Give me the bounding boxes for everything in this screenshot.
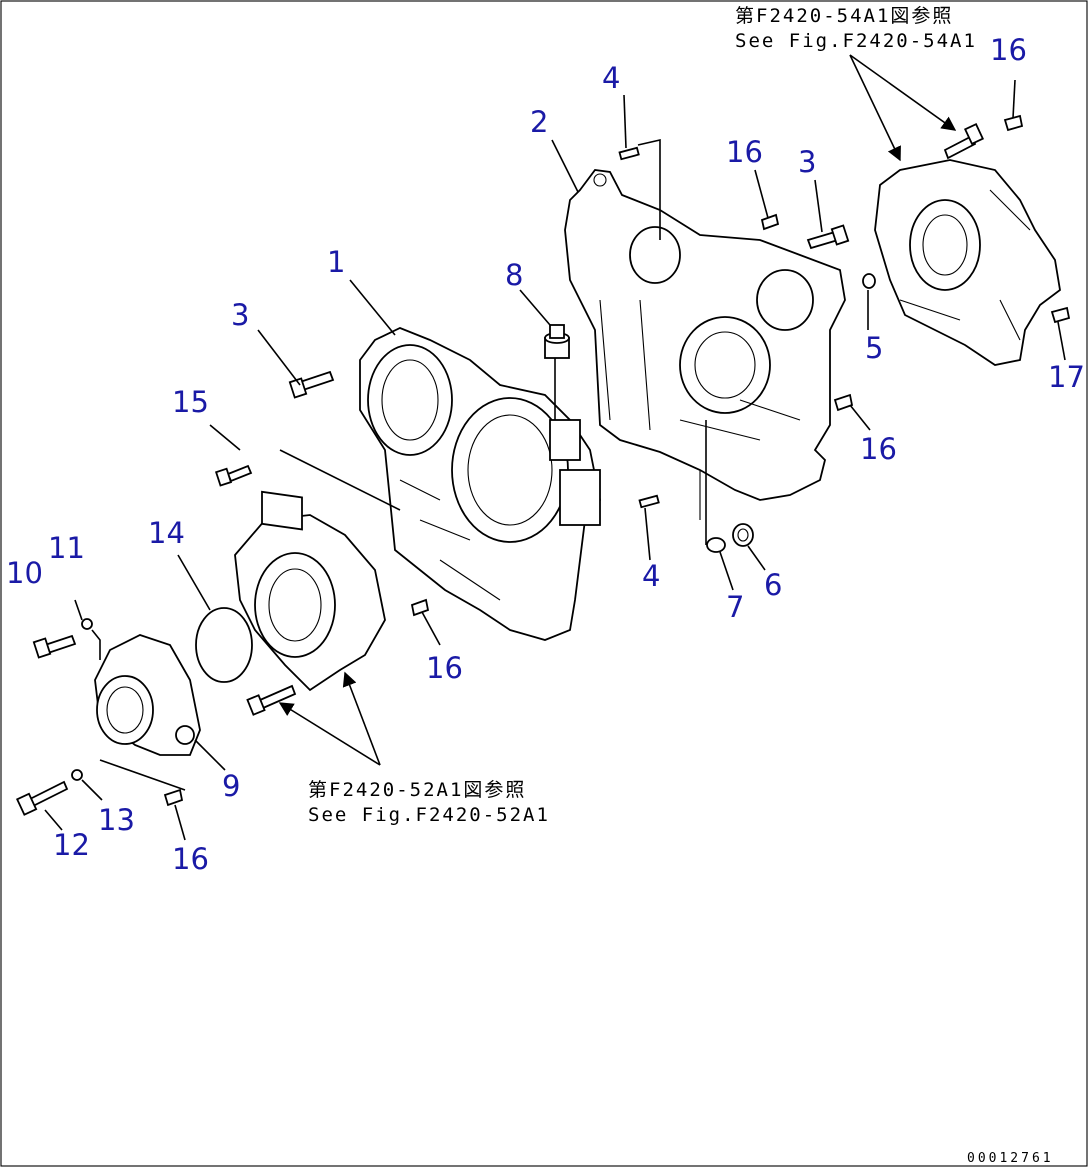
bolt-cover[interactable] xyxy=(943,123,985,160)
callout-12[interactable]: 12 xyxy=(53,828,90,862)
callout-1[interactable]: 1 xyxy=(327,245,345,279)
callout-16-top-right[interactable]: 16 xyxy=(990,33,1027,67)
callout-3-left[interactable]: 3 xyxy=(231,298,249,332)
part-14-o-ring[interactable] xyxy=(195,607,253,683)
callout-15[interactable]: 15 xyxy=(172,385,209,419)
part-9-housing[interactable] xyxy=(94,634,201,756)
part-cover-f2420-54a1[interactable] xyxy=(874,159,1061,366)
reference-arrows xyxy=(278,54,957,766)
callout-16-center[interactable]: 16 xyxy=(426,651,463,685)
clip-16-right[interactable] xyxy=(833,393,854,412)
bolt-15[interactable] xyxy=(214,464,253,487)
callout-8[interactable]: 8 xyxy=(505,258,523,292)
clip-17[interactable] xyxy=(1050,306,1071,324)
callout-5[interactable]: 5 xyxy=(865,331,883,365)
callout-4-bottom[interactable]: 4 xyxy=(642,559,660,593)
bolt-retainer[interactable] xyxy=(246,684,297,716)
callout-6[interactable]: 6 xyxy=(764,568,782,602)
washer-13[interactable] xyxy=(71,769,83,781)
clip-16-top-right[interactable] xyxy=(1003,114,1024,132)
bolt-3-left[interactable] xyxy=(288,370,335,399)
reference-bottom-jp[interactable]: 第F2420-52A1図参照 xyxy=(308,779,526,801)
dowel-pin-4-bottom[interactable] xyxy=(638,494,660,509)
document-number: 00012761 xyxy=(967,1151,1054,1166)
callout-16-bottom-left[interactable]: 16 xyxy=(172,842,209,876)
callout-14[interactable]: 14 xyxy=(148,516,185,550)
callout-9[interactable]: 9 xyxy=(222,769,240,803)
plate-15[interactable] xyxy=(261,490,303,531)
callout-13[interactable]: 13 xyxy=(98,803,135,837)
callout-4-top[interactable]: 4 xyxy=(602,61,620,95)
part-7[interactable] xyxy=(706,537,726,553)
part-8-plug[interactable] xyxy=(544,324,570,359)
part-2-rear-case[interactable] xyxy=(564,169,846,520)
bolt-3-right[interactable] xyxy=(806,224,850,250)
callout-10[interactable]: 10 xyxy=(6,556,43,590)
reference-top-jp[interactable]: 第F2420-54A1図参照 xyxy=(735,5,953,27)
bolt-10[interactable] xyxy=(32,634,77,659)
part-1-front-case[interactable] xyxy=(359,327,601,641)
callout-17[interactable]: 17 xyxy=(1048,360,1085,394)
dowel-pin-4-top[interactable] xyxy=(618,146,640,161)
clip-16-top[interactable] xyxy=(760,213,780,231)
callout-7[interactable]: 7 xyxy=(726,590,744,624)
washer-11[interactable] xyxy=(81,618,93,630)
part-retainer-f2420-52a1[interactable] xyxy=(234,514,386,692)
part-5[interactable] xyxy=(862,273,876,289)
callout-2[interactable]: 2 xyxy=(530,105,548,139)
reference-bottom-en[interactable]: See Fig.F2420-52A1 xyxy=(308,804,550,826)
clip-16-bottom-left[interactable] xyxy=(163,788,184,807)
part-6-plug[interactable] xyxy=(732,523,754,547)
callout-3-right[interactable]: 3 xyxy=(798,145,816,179)
callout-16-right[interactable]: 16 xyxy=(860,432,897,466)
callout-16-top[interactable]: 16 xyxy=(726,135,763,169)
callout-11[interactable]: 11 xyxy=(48,531,85,565)
reference-top-en[interactable]: See Fig.F2420-54A1 xyxy=(735,30,977,52)
clip-16-center[interactable] xyxy=(410,598,430,617)
bolt-12[interactable] xyxy=(15,780,69,816)
leader-lines xyxy=(44,79,1066,841)
